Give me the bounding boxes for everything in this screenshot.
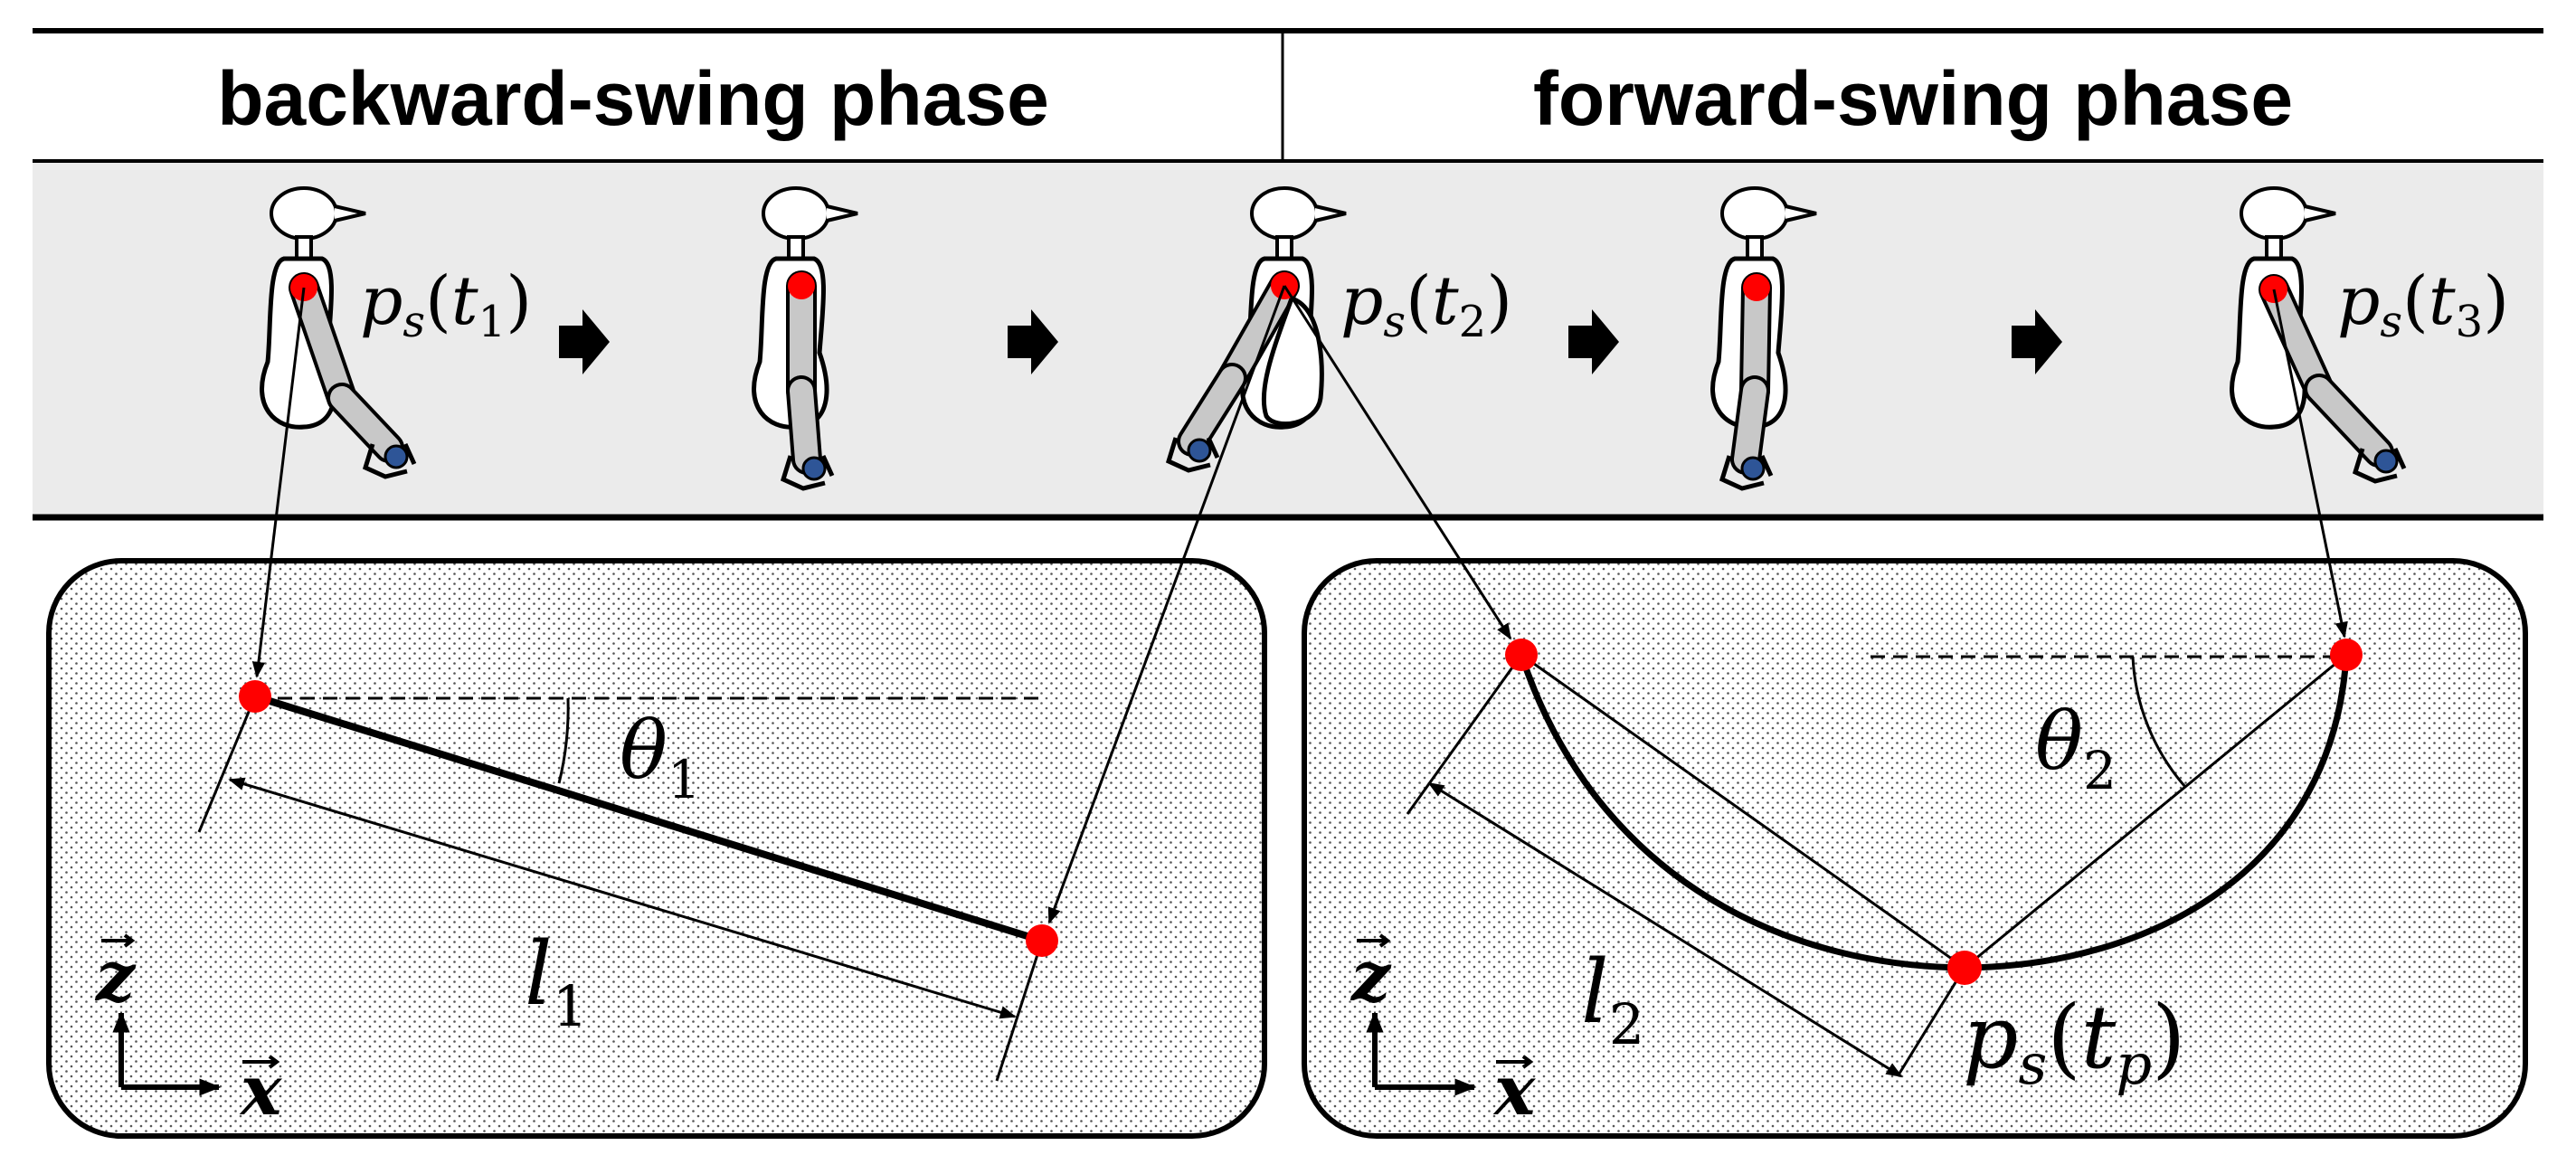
- step-arrow-icon: [1008, 309, 1058, 374]
- robot-figure: [2230, 186, 2407, 484]
- label-ps-t1: ps(t1): [360, 262, 532, 347]
- robot-head: [270, 186, 338, 241]
- backward-geometry: θ1 l1: [197, 680, 1058, 1082]
- robot-beak: [2304, 204, 2336, 222]
- header-backward-swing: backward-swing phase: [217, 56, 1049, 141]
- robot-sequence: [260, 186, 2407, 491]
- connector-t2-backward: [1047, 285, 1286, 924]
- theta2-arc: [2131, 656, 2187, 788]
- shoulder-point: [788, 272, 815, 299]
- robot-beak: [334, 204, 366, 222]
- robot-forearm-fill: [1180, 366, 1244, 453]
- step-arrow-icon: [1568, 309, 1619, 374]
- point-end-forward: [2330, 639, 2363, 671]
- extension-line-pivot: [1896, 967, 1966, 1077]
- robot-beak: [1785, 204, 1817, 222]
- theta2-label: θ2: [2035, 695, 2117, 801]
- robot-forearm-fill: [1734, 379, 1766, 471]
- robot-figure: [1165, 186, 1347, 473]
- robot-forearm-fill: [330, 386, 401, 459]
- robot-figure: [1710, 186, 1817, 491]
- step-arrow-icon: [559, 309, 610, 374]
- z-vector-arrow-icon: [101, 933, 136, 948]
- robot-upper-arm-fill: [1220, 274, 1296, 390]
- extension-line-start: [1406, 654, 1523, 815]
- robot-figure: [260, 186, 417, 479]
- z-vector-arrow-icon: [1357, 933, 1391, 948]
- extension-line-end: [995, 940, 1044, 1082]
- axes-right: z x: [1350, 933, 1537, 1131]
- robot-beak: [1314, 204, 1347, 222]
- x-vector-arrow-icon: [242, 1055, 280, 1069]
- step-arrows: [559, 309, 2062, 374]
- label-ps-tp: ps(tp): [1963, 987, 2185, 1097]
- z-axis-label: z: [1350, 936, 1392, 1017]
- forward-geometry: θ2 l2 ps(tp): [1406, 639, 2363, 1097]
- z-axis-label: z: [94, 936, 137, 1017]
- robot-head: [1250, 186, 1319, 241]
- robot-forearm-fill: [2307, 377, 2391, 464]
- x-vector-arrow-icon: [1496, 1055, 1534, 1069]
- shoulder-point: [1743, 274, 1770, 301]
- backward-trajectory-panel: [46, 558, 1267, 1139]
- robot-front-body: [1261, 295, 1324, 427]
- robot-beak: [826, 204, 858, 222]
- connector-t1: [251, 287, 306, 678]
- l2-label: l2: [1581, 942, 1644, 1057]
- point-start-forward: [1505, 639, 1538, 671]
- robot-ball: [1187, 438, 1212, 463]
- axes-left: z x: [94, 933, 283, 1131]
- theta1-label: θ1: [620, 704, 701, 810]
- robot-ball: [1740, 456, 1766, 481]
- robot-upper-arm-fill: [2262, 278, 2331, 401]
- robot-ball: [801, 456, 827, 481]
- robot-ball: [384, 444, 409, 469]
- robot-forearm-fill: [790, 379, 819, 471]
- l1-label: l1: [525, 923, 588, 1039]
- connector-t2-forward: [1283, 285, 1512, 640]
- extension-line-start: [197, 696, 257, 833]
- robot-gripper: [780, 454, 835, 491]
- robot-head: [762, 186, 830, 241]
- robot-gripper: [1719, 454, 1774, 491]
- step-arrow-icon: [2012, 309, 2062, 374]
- point-end-backward: [1026, 924, 1058, 957]
- robot-ball: [2373, 449, 2399, 474]
- robot-head: [2240, 186, 2308, 241]
- theta1-arc: [557, 697, 570, 784]
- chord-pivot-to-end: [1964, 653, 2347, 970]
- robot-upper-arm-fill: [1743, 276, 1768, 402]
- robot-gripper: [362, 442, 417, 479]
- robot-gripper: [2352, 447, 2407, 484]
- robot-gripper: [1165, 436, 1220, 473]
- label-ps-t2: ps(t2): [1340, 262, 1512, 347]
- header-forward-swing: forward-swing phase: [1533, 56, 2293, 141]
- l2-dimension-line: [1427, 781, 1903, 1078]
- connector-t3: [2272, 289, 2348, 639]
- robot-head: [1720, 186, 1789, 241]
- label-ps-t3: ps(t3): [2337, 262, 2509, 347]
- point-start-backward: [239, 680, 271, 713]
- robot-figure: [752, 186, 858, 491]
- robot-upper-arm-fill: [292, 276, 354, 410]
- point-pivot-tp: [1947, 951, 1982, 985]
- connector-arrows: [251, 285, 2348, 924]
- l1-dimension-line: [228, 777, 1017, 1019]
